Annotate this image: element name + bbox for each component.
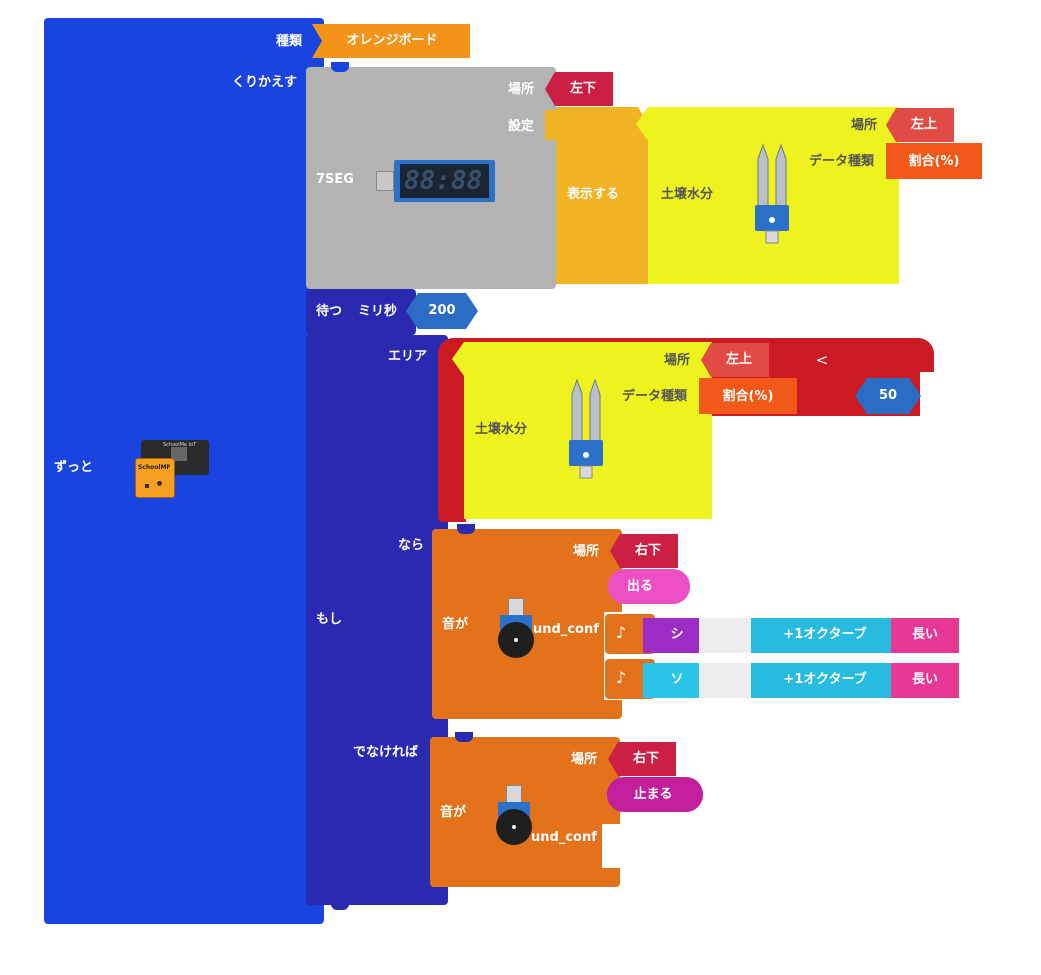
soil-moisture-sensor-icon — [754, 143, 790, 245]
then-label: なら — [398, 538, 425, 553]
soil2-type-dropdown[interactable] — [699, 378, 797, 414]
note-icon-2: ♪ — [615, 668, 627, 687]
length-1-value: 長い — [911, 627, 938, 642]
else-label: でなければ — [353, 745, 419, 760]
seg7-location-dropdown[interactable] — [545, 72, 613, 106]
wait-unit: ミリ秒 — [358, 304, 398, 319]
soil2-type-value: 割合(%) — [722, 389, 774, 404]
octave-2-dropdown[interactable] — [751, 663, 891, 698]
soil1-location-label: 場所 — [851, 118, 878, 133]
sound-else-location-dropdown[interactable] — [608, 742, 676, 776]
seg7-name: 7SEG — [316, 172, 354, 187]
sound-else-location-value: 右下 — [632, 751, 659, 766]
octave-1-value: +1オクターブ — [783, 627, 867, 642]
sound-else-conf: und_conf — [531, 830, 597, 845]
buzzer-icon — [494, 785, 534, 847]
buzzer-icon — [496, 598, 536, 660]
forever-label: ずっと — [54, 460, 94, 475]
if-block[interactable] — [306, 335, 448, 905]
note-2-value: ソ — [670, 672, 684, 687]
soil1-location-dropdown[interactable] — [886, 108, 954, 142]
octave-1-dropdown[interactable] — [751, 618, 891, 653]
repeat-label: くりかえす — [232, 75, 298, 90]
sound-then-location-dropdown[interactable] — [610, 534, 678, 568]
length-1-dropdown[interactable] — [891, 618, 959, 653]
compare-operator: < — [815, 351, 829, 369]
board-type-dropdown[interactable] — [312, 24, 470, 58]
stop-value: 止まる — [633, 787, 673, 802]
length-2-value: 長い — [911, 672, 938, 687]
soil2-type-label: データ種類 — [622, 389, 688, 404]
soil1-type-dropdown[interactable] — [886, 143, 982, 179]
wait-label: 待つ — [316, 304, 343, 319]
sound-then-location-value: 右下 — [634, 543, 661, 558]
if-label: もし — [316, 612, 343, 627]
sound-else-location-label: 場所 — [571, 752, 598, 767]
sound-then-label: 音が — [442, 617, 469, 632]
soil2-label: 土壌水分 — [475, 422, 528, 437]
seg7-location-label: 場所 — [508, 82, 535, 97]
display-label: 表示する — [567, 187, 620, 202]
soil2-location-label: 場所 — [664, 353, 691, 368]
soil-moisture-sensor-icon — [568, 378, 604, 480]
emit-dropdown[interactable] — [608, 569, 690, 604]
seg7-setting-label: 設定 — [508, 119, 535, 134]
note-1-value: シ — [670, 627, 684, 642]
soil1-type-value: 割合(%) — [908, 154, 960, 169]
board-type-label: 種類 — [276, 34, 303, 49]
soil1-type-label: データ種類 — [809, 154, 875, 169]
sound-else-label: 音が — [440, 805, 467, 820]
note-icon-1: ♪ — [615, 623, 627, 642]
soil2-location-dropdown[interactable] — [701, 343, 769, 377]
wait-value: 200 — [428, 303, 456, 318]
seven-segment-display-icon: 88:88 — [376, 160, 496, 202]
sound-then-location-label: 場所 — [573, 544, 600, 559]
area-label: エリア — [388, 349, 428, 364]
wait-block[interactable] — [306, 289, 416, 335]
sound-then-conf: und_conf — [533, 622, 599, 637]
emit-value: 出る — [626, 579, 653, 594]
soil1-location-value: 左上 — [910, 117, 937, 132]
length-2-dropdown[interactable] — [891, 663, 959, 698]
soil1-label: 土壌水分 — [661, 187, 714, 202]
compare-value: 50 — [878, 388, 898, 403]
wait-value-input[interactable] — [406, 293, 478, 329]
stop-dropdown[interactable] — [607, 777, 703, 812]
soil2-location-value: 左上 — [725, 352, 752, 367]
orange-board-icon: SchoolMF SchoolMe IoT — [135, 440, 210, 498]
display-block[interactable] — [556, 107, 652, 284]
board-type-value: オレンジボード — [346, 33, 438, 48]
compare-value-input[interactable] — [855, 378, 921, 414]
octave-2-value: +1オクターブ — [783, 672, 867, 687]
seg7-location-value: 左下 — [569, 81, 596, 96]
